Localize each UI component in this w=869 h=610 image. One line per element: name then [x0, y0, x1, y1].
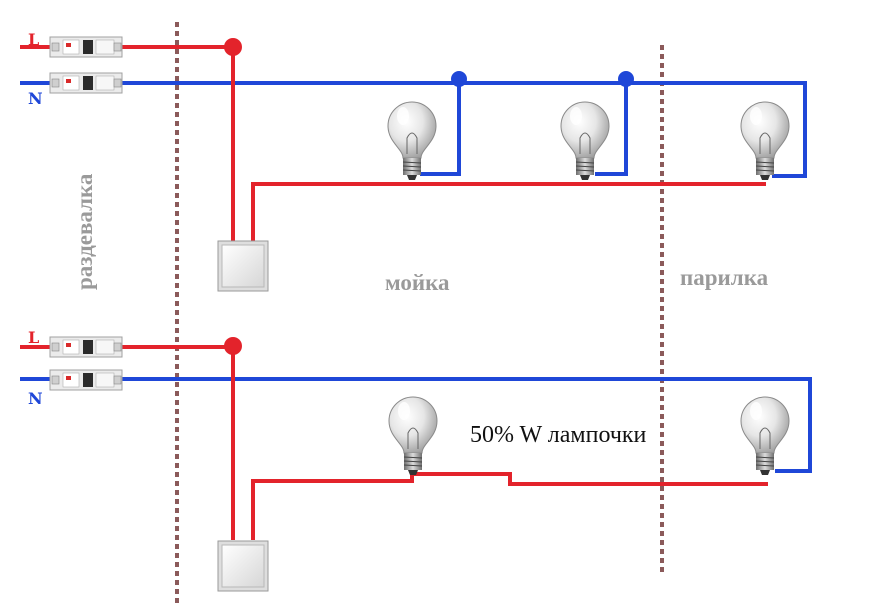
neutral-wire-top — [20, 81, 807, 178]
wall-switch-icon — [217, 240, 269, 292]
light-bulb-icon — [560, 101, 610, 181]
light-bulb-icon — [740, 101, 790, 181]
neutral-wire-bottom — [20, 377, 812, 473]
wall-switch-icon — [217, 540, 269, 592]
phase-label-bottom: L — [28, 328, 39, 347]
junction-phase-bottom — [224, 337, 242, 355]
light-bulb-icon — [387, 101, 437, 181]
bulb-power-note: 50% W лампочки — [470, 422, 647, 448]
circuit-breaker-icon — [49, 369, 123, 391]
room-label-dressing: раздевалка — [72, 173, 97, 290]
phase-label-top: L — [28, 30, 39, 49]
junction-neutral-1 — [451, 71, 467, 87]
light-bulb-icon — [740, 396, 790, 476]
phase-wire-top — [20, 45, 766, 246]
neutral-label-top: N — [28, 89, 43, 108]
phase-wire-bottom — [20, 345, 768, 540]
room-label-steam: парилка — [680, 265, 769, 290]
light-bulb-icon — [388, 396, 438, 476]
neutral-label-bottom: N — [28, 389, 43, 408]
circuit-breaker-icon — [49, 72, 123, 94]
junction-phase-top — [224, 38, 242, 56]
circuit-breaker-icon — [49, 336, 123, 358]
room-label-wash: мойка — [385, 270, 450, 295]
circuit-breaker-icon — [49, 36, 123, 58]
junction-neutral-2 — [618, 71, 634, 87]
